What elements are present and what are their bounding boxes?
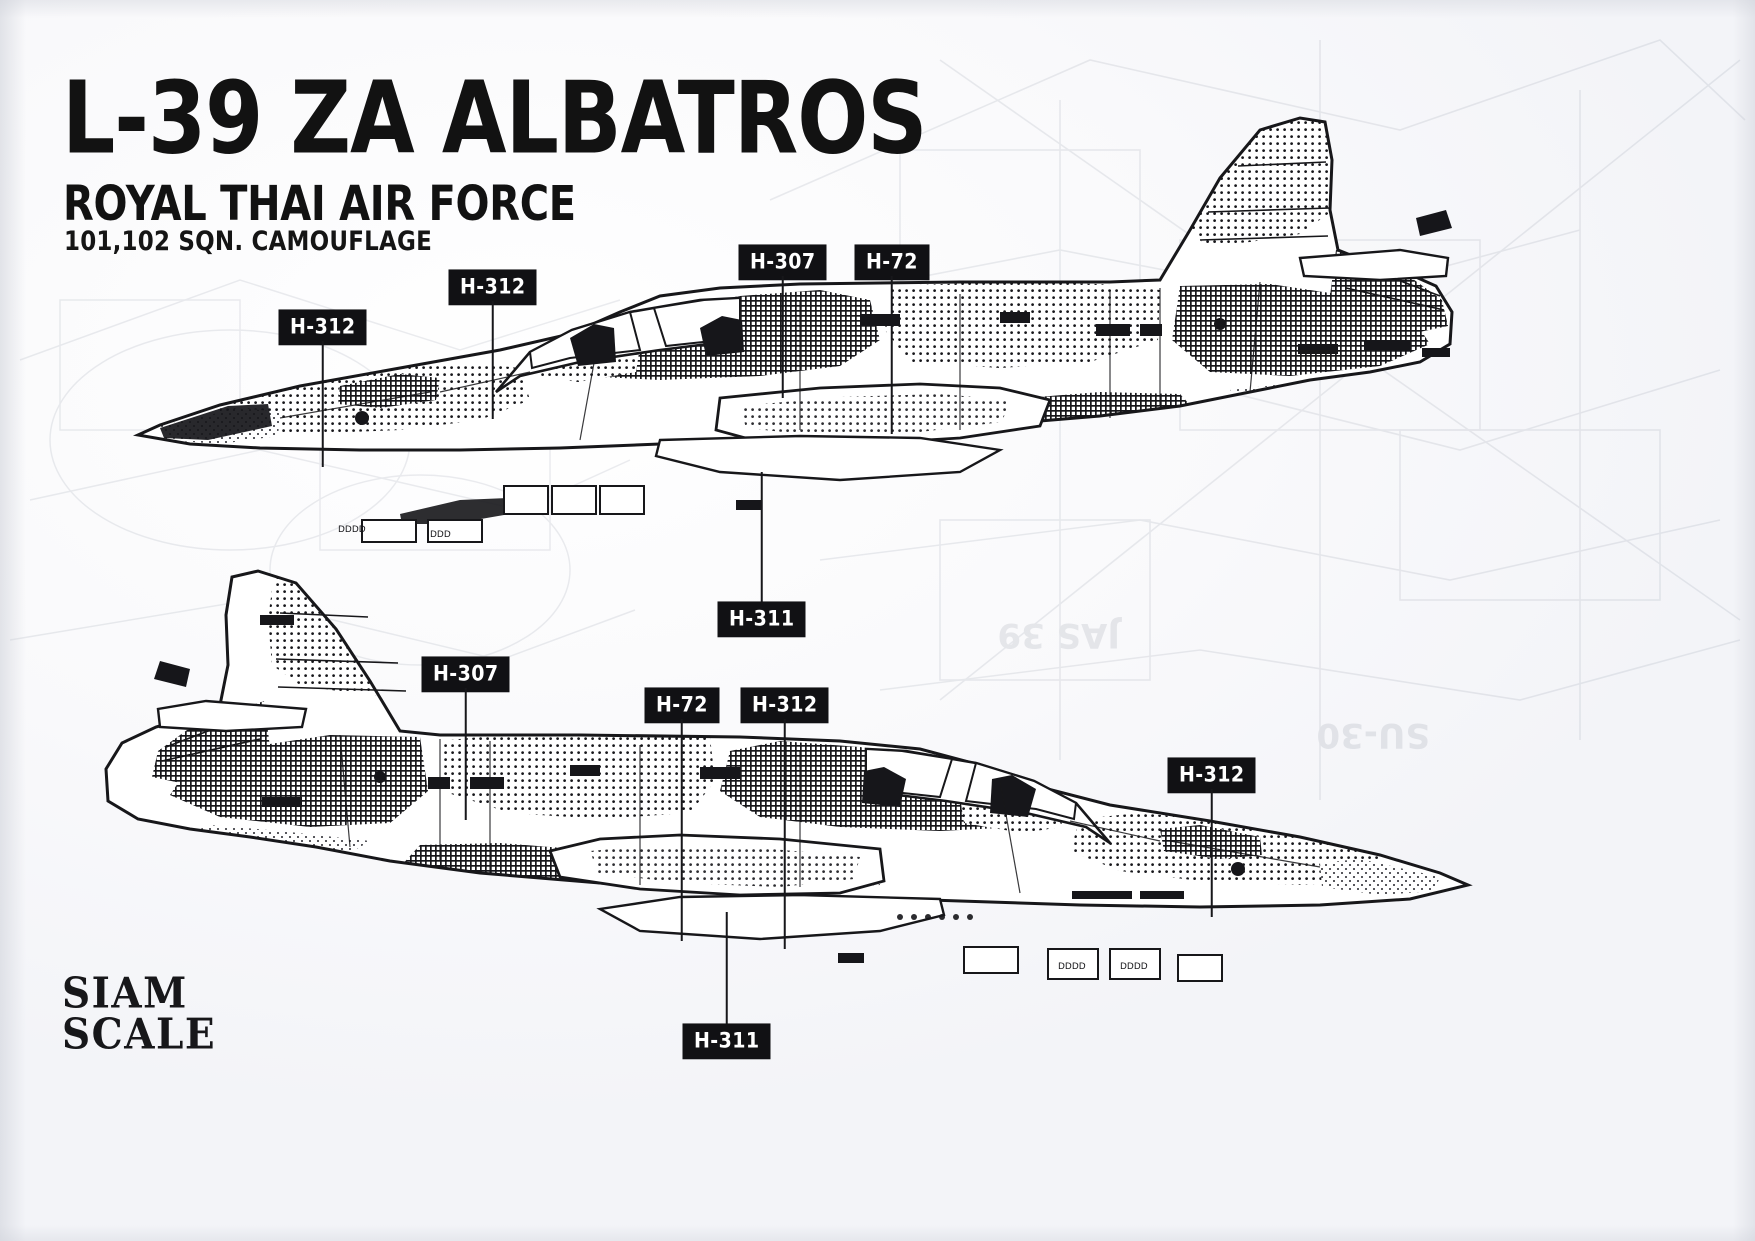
leader-line [760,472,763,602]
callout-label: H-72 [645,688,719,723]
leader-line [781,276,784,398]
leader-line [783,719,786,949]
callout-label: H-312 [1168,758,1256,793]
leader-line [321,341,324,467]
callout-top-cockpit[interactable]: H-312 [449,270,537,419]
callout-top-wing[interactable]: H-72 [855,245,929,434]
callout-label: H-311 [718,602,806,637]
callout-label: H-307 [422,657,510,692]
callout-top-belly[interactable]: H-311 [718,472,806,637]
svg-text:DDDD: DDDD [1058,962,1086,972]
svg-text:DDDD: DDDD [1120,962,1148,972]
leader-line [464,688,467,820]
callout-label: H-72 [855,245,929,280]
callout-top-spine[interactable]: H-307 [739,245,827,398]
callout-label: H-312 [741,688,829,723]
leader-line [725,912,728,1024]
svg-text:DDDD: DDDD [338,525,366,535]
callout-bottom-wing[interactable]: H-72 [645,688,719,941]
leader-line [491,301,494,419]
leader-line [1210,789,1213,917]
leader-line [680,719,684,941]
callout-label: H-311 [683,1024,771,1059]
callout-bottom-fuselage[interactable]: H-312 [741,688,829,949]
callout-label: H-312 [449,270,537,305]
callout-bottom-belly[interactable]: H-311 [683,912,771,1059]
callout-bottom-nose[interactable]: H-312 [1168,758,1256,917]
brand-logo-line2: SCALE [62,1009,217,1059]
callout-label: H-307 [739,245,827,280]
brand-logo: SIAM SCALE [62,972,216,1056]
callout-bottom-fin[interactable]: H-307 [422,657,510,820]
callout-top-nose[interactable]: H-312 [279,310,367,467]
svg-text:DDD: DDD [430,530,451,540]
callout-label: H-312 [279,310,367,345]
leader-line [890,276,894,434]
